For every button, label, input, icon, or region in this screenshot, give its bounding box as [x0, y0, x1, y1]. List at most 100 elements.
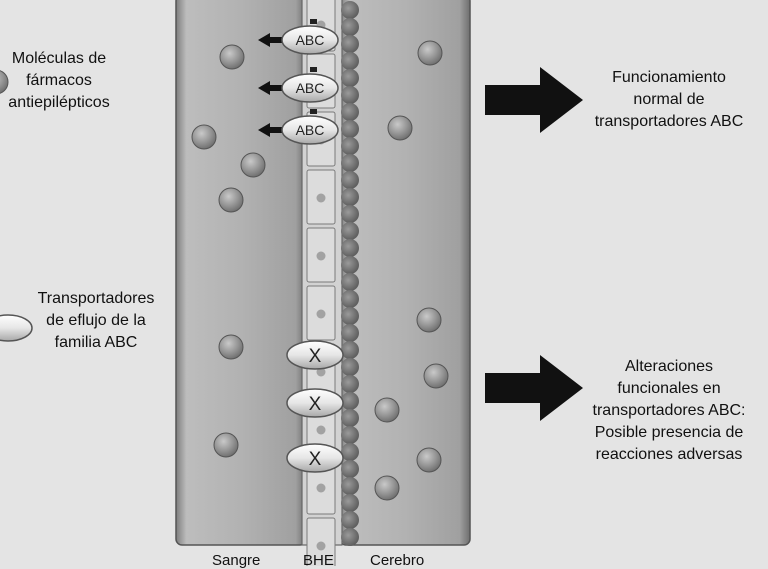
- membrane-bump: [341, 511, 359, 529]
- membrane-bump: [341, 426, 359, 444]
- membrane-bump: [341, 52, 359, 70]
- abc-transporter: [281, 73, 339, 103]
- efflux-arrow-shaft: [268, 37, 284, 43]
- membrane-bump: [341, 358, 359, 376]
- abc-transporter-label: ABC: [296, 32, 325, 48]
- membrane-bump: [341, 222, 359, 240]
- cell-nucleus: [316, 251, 326, 261]
- drug-molecule: [417, 40, 443, 66]
- legend-molecule-icon: [0, 70, 9, 94]
- label-bbb: BHE: [303, 552, 334, 569]
- transporters: ABC ABC ABC X X X: [258, 19, 344, 473]
- annotation-normal-line2: normal de: [633, 91, 705, 108]
- transporter-tab: [310, 67, 317, 72]
- membrane-bump: [341, 375, 359, 393]
- drug-molecule: [416, 307, 442, 333]
- cell-nucleus: [316, 483, 326, 493]
- membrane-bump: [341, 494, 359, 512]
- annotation-altered-line3: transportadores ABC:: [592, 402, 746, 419]
- annotation-altered-line5: reacciones adversas: [595, 446, 743, 463]
- membrane-bump: [341, 1, 359, 19]
- drug-molecule: [218, 187, 244, 213]
- efflux-arrow: [258, 123, 283, 137]
- abc-transporter-label: ABC: [296, 122, 325, 138]
- membrane-bump: [341, 188, 359, 206]
- membrane-bump: [341, 273, 359, 291]
- membrane-bump: [341, 528, 359, 546]
- membrane-bump: [341, 171, 359, 189]
- cell-nucleus: [316, 541, 326, 551]
- membrane-bump: [341, 324, 359, 342]
- cell-nucleus: [316, 309, 326, 319]
- membrane-bump: [341, 409, 359, 427]
- drug-molecule: [374, 397, 400, 423]
- cell-nucleus: [316, 367, 326, 377]
- membrane-bump: [341, 69, 359, 87]
- drug-molecule: [240, 152, 266, 178]
- brain-side-bumps: [341, 1, 359, 546]
- arrow-normal: [485, 67, 583, 133]
- membrane-bump: [341, 137, 359, 155]
- brain-compartment: [339, 0, 471, 546]
- annotation-altered-line1: Alteraciones: [624, 358, 714, 375]
- legend-transporters-line2: de eflujo de la: [46, 312, 146, 329]
- annotation-altered-line4: Posible presencia de: [594, 424, 744, 441]
- annotation-altered-line2: funcionales en: [617, 380, 721, 397]
- drug-molecule: [416, 447, 442, 473]
- cell-nucleus: [316, 425, 326, 435]
- membrane-bump: [341, 205, 359, 223]
- drug-molecule: [387, 115, 413, 141]
- blocked-transporter: [286, 340, 344, 370]
- membrane-bump: [341, 477, 359, 495]
- efflux-arrow-shaft: [268, 85, 284, 91]
- transporter-tab: [310, 109, 317, 114]
- membrane-bump: [341, 290, 359, 308]
- membrane-bump: [341, 120, 359, 138]
- drug-molecule: [374, 475, 400, 501]
- membrane-bump: [341, 307, 359, 325]
- abc-transporter-label: ABC: [296, 80, 325, 96]
- drug-molecule: [219, 44, 245, 70]
- label-blood: Sangre: [212, 552, 261, 569]
- membrane-bump: [341, 443, 359, 461]
- membrane-bump: [341, 256, 359, 274]
- blocked-transporter: [286, 388, 344, 418]
- label-brain: Cerebro: [370, 552, 425, 569]
- annotation-normal-line3: transportadores ABC: [594, 113, 744, 130]
- blocked-transporter-label: X: [309, 449, 322, 470]
- legend-molecules-line1: Moléculas de: [11, 50, 107, 67]
- arrow-altered: [485, 355, 583, 421]
- drug-molecules: [191, 40, 449, 501]
- membrane-bump: [341, 103, 359, 121]
- membrane-bump: [341, 239, 359, 257]
- membrane-bump: [341, 18, 359, 36]
- annotation-normal: Funcionamiento normal de transportadores…: [574, 67, 764, 133]
- drug-molecule: [218, 334, 244, 360]
- membrane-bump: [341, 35, 359, 53]
- legend-transporters-line1: Transportadores: [37, 290, 155, 307]
- membrane-bump: [341, 86, 359, 104]
- transporter-tab: [310, 19, 317, 24]
- membrane-bump: [341, 460, 359, 478]
- cell-nucleus: [316, 193, 326, 203]
- legend-transporters-label: Transportadores de eflujo de la familia …: [22, 288, 170, 354]
- membrane-bump: [341, 392, 359, 410]
- drug-molecule: [213, 432, 239, 458]
- abc-transporter: [281, 25, 339, 55]
- annotation-normal-line1: Funcionamiento: [612, 69, 726, 86]
- membrane-bump: [341, 341, 359, 359]
- drug-molecule: [191, 124, 217, 150]
- efflux-arrow: [258, 33, 283, 47]
- efflux-arrow-shaft: [268, 127, 284, 133]
- drug-molecule: [423, 363, 449, 389]
- legend-transporter-icon: [0, 314, 33, 342]
- annotation-altered: Alteraciones funcionales en transportado…: [572, 356, 766, 466]
- legend-molecules-line3: antiepilépticos: [8, 94, 110, 111]
- legend-molecules-label: Moléculas de fármacos antiepilépticos: [0, 48, 118, 114]
- legend-molecules-line2: fármacos: [26, 72, 92, 89]
- efflux-arrow: [258, 81, 283, 95]
- blocked-transporter-label: X: [309, 346, 322, 367]
- blocked-transporter: [286, 443, 344, 473]
- blocked-transporter-label: X: [309, 394, 322, 415]
